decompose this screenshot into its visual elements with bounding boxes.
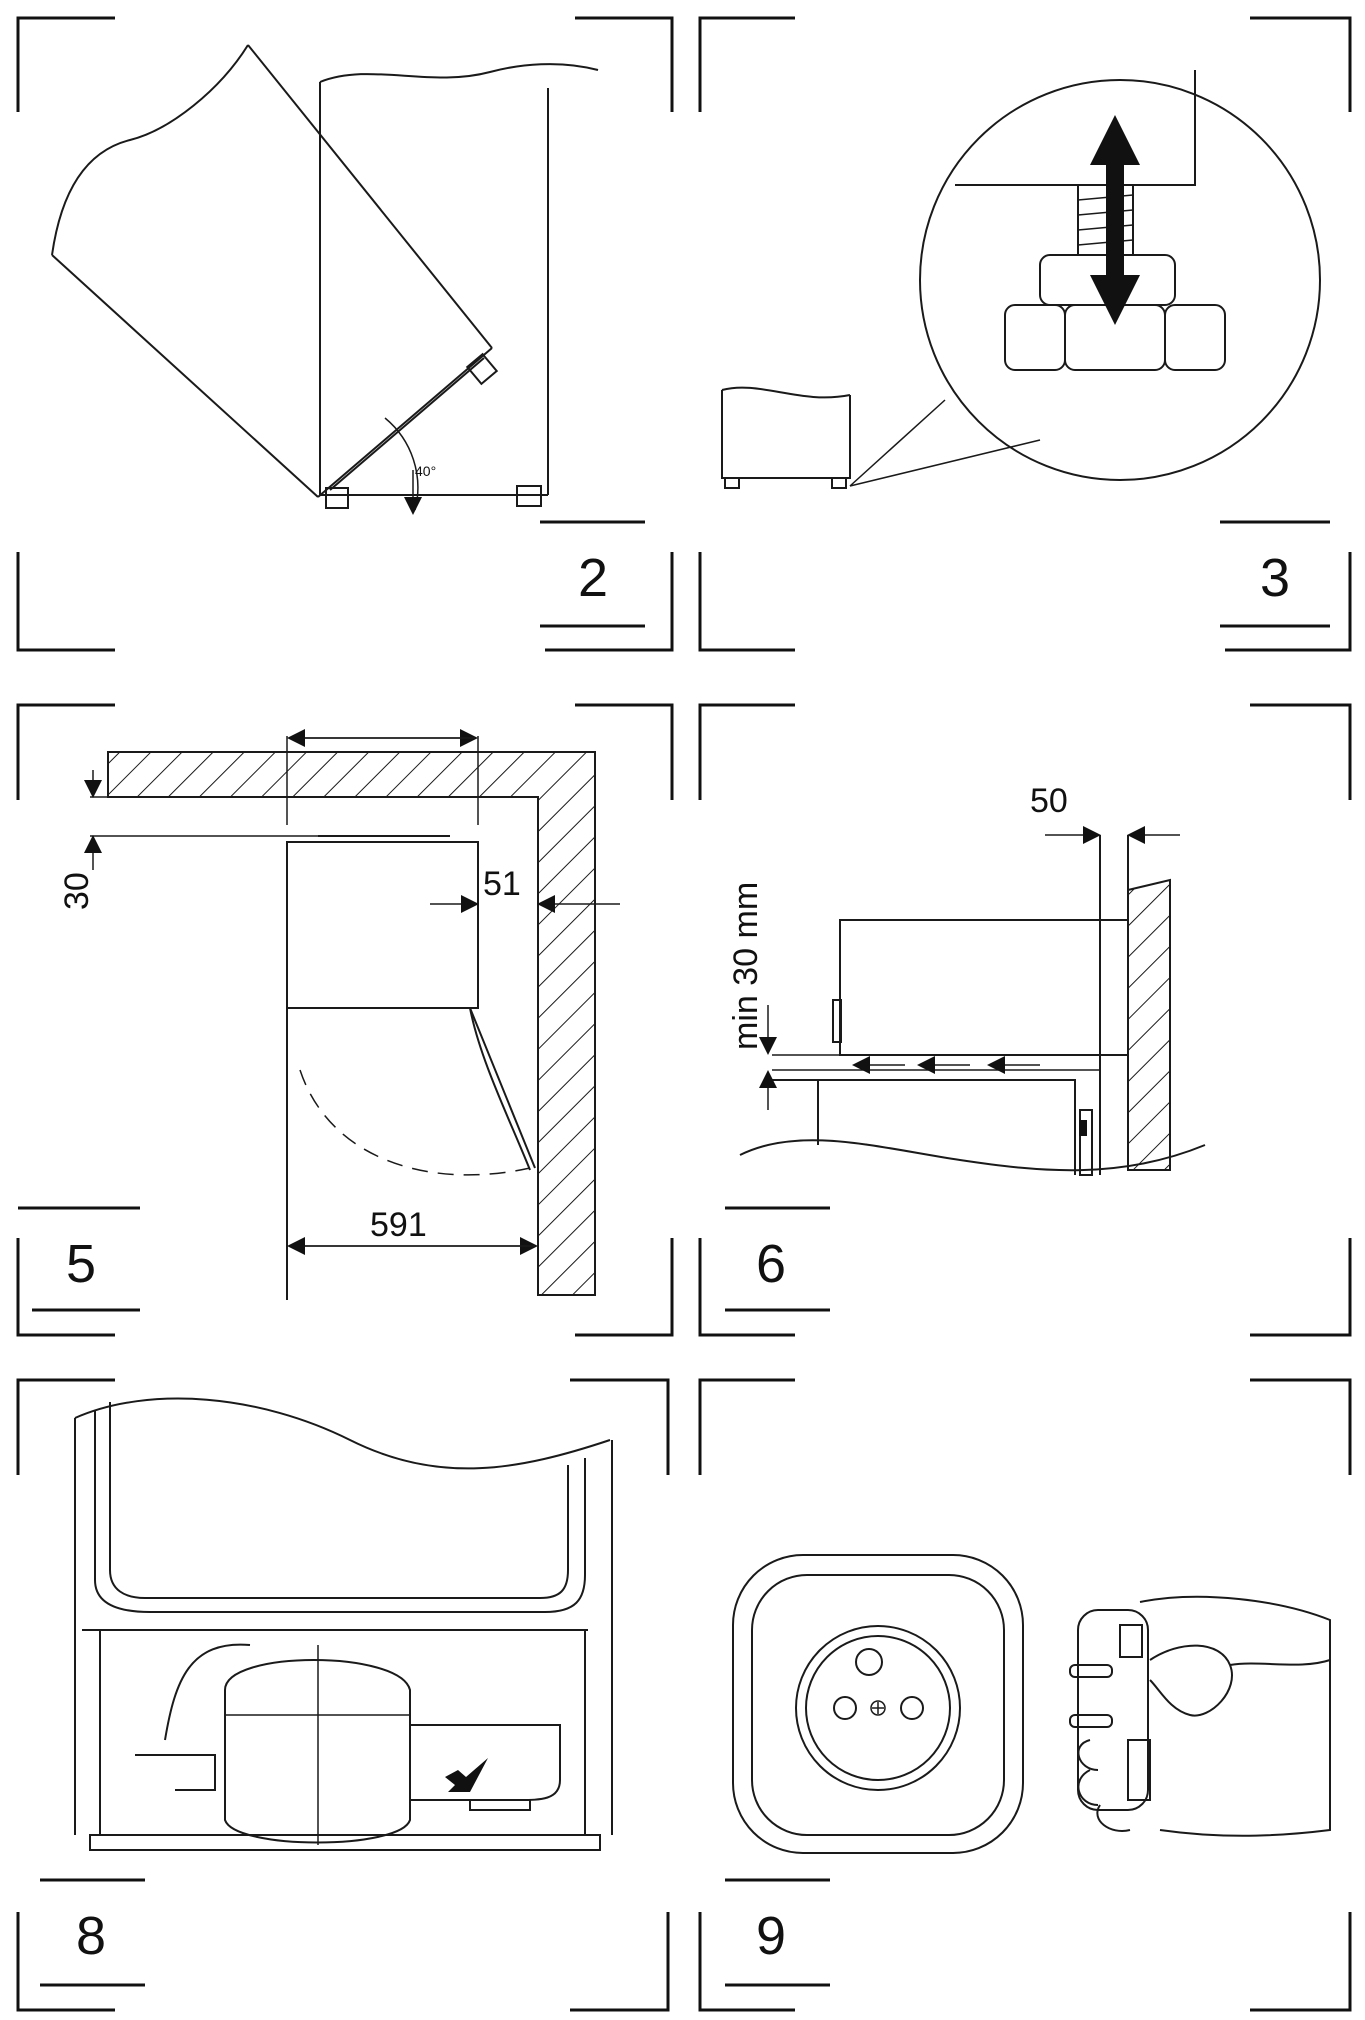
dim-floor-gap: min 30 mm [727,882,765,1050]
socket-icon [732,1554,1024,1854]
plug-icon [1069,1595,1331,1837]
arrow-icon [445,1758,488,1792]
panel-fig8: 8 [16,1378,670,2012]
figure-number-9: 9 [756,1906,786,1966]
panel-fig2: 40° 2 [16,16,674,652]
dim-rear-gap: 50 [1030,782,1068,820]
panel-fig6: 50 min 30 mm 6 [698,703,1352,1337]
dim-side-gap: 51 [483,865,521,903]
dim-top-gap: 30 [58,872,96,910]
figure-number-5: 5 [66,1234,96,1294]
figure-number-6: 6 [756,1234,786,1294]
panel-fig9: 9 [698,1378,1352,2012]
figure-number-3: 3 [1260,548,1290,608]
dim-door-swing: 591 [370,1206,427,1244]
panel-fig3: 3 [698,16,1352,652]
panel-fig5: 30 51 591 5 [16,703,674,1337]
figure-number-8: 8 [76,1906,106,1966]
angle-label: 40° [415,463,436,479]
double-arrow-icon [1090,115,1140,325]
figure-number-2: 2 [578,548,608,608]
